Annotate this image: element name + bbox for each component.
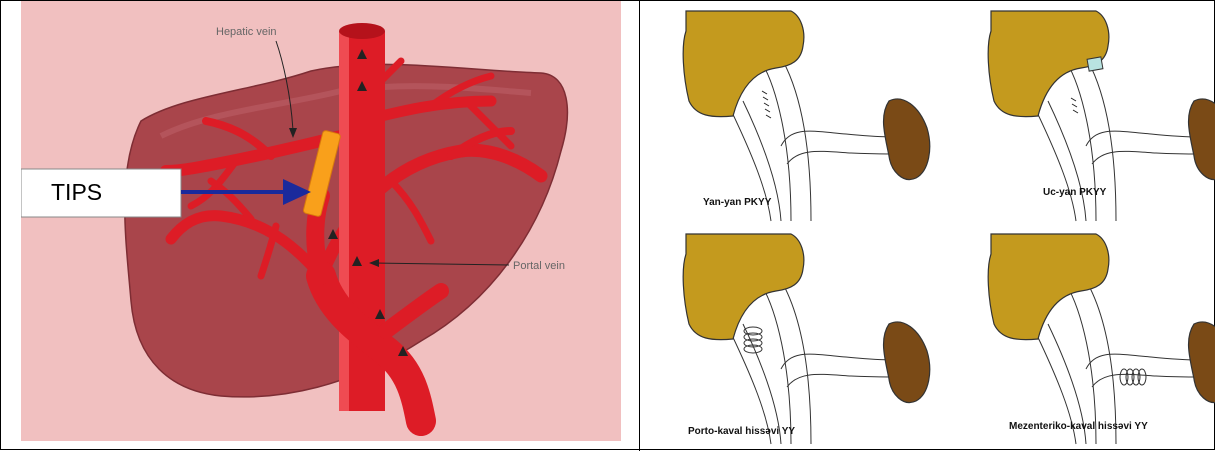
caption-mesocaval-partial: Mezenteriko-kaval hissəvi YY — [1009, 421, 1148, 432]
ligated-vein-stump — [1087, 57, 1103, 71]
anastomosis-stitches — [762, 91, 771, 118]
coil-graft — [1120, 369, 1146, 385]
schematic-mesocaval-partial — [988, 234, 1215, 444]
tips-illustration: Hepatic vein Portal vein TIPS — [21, 1, 621, 441]
caption-side-to-side: Yan-yan PKYY — [703, 197, 772, 208]
caption-portocaval-partial: Porto-kaval hissəvi YY — [688, 426, 795, 437]
schematic-side-to-side — [683, 11, 930, 221]
anastomosis-stitches — [1071, 98, 1078, 113]
caption-end-to-side: Uc-yan PKYY — [1043, 187, 1107, 198]
panel-divider — [639, 1, 640, 451]
shunt-schematics: Yan-yan PKYY Uc-yan PKYY Porto-kaval his… — [641, 1, 1215, 451]
tips-label: TIPS — [51, 179, 102, 205]
hepatic-vein-label: Hepatic vein — [216, 26, 277, 38]
schematic-portocaval-partial — [683, 234, 930, 444]
portal-vein-label: Portal vein — [513, 260, 565, 272]
